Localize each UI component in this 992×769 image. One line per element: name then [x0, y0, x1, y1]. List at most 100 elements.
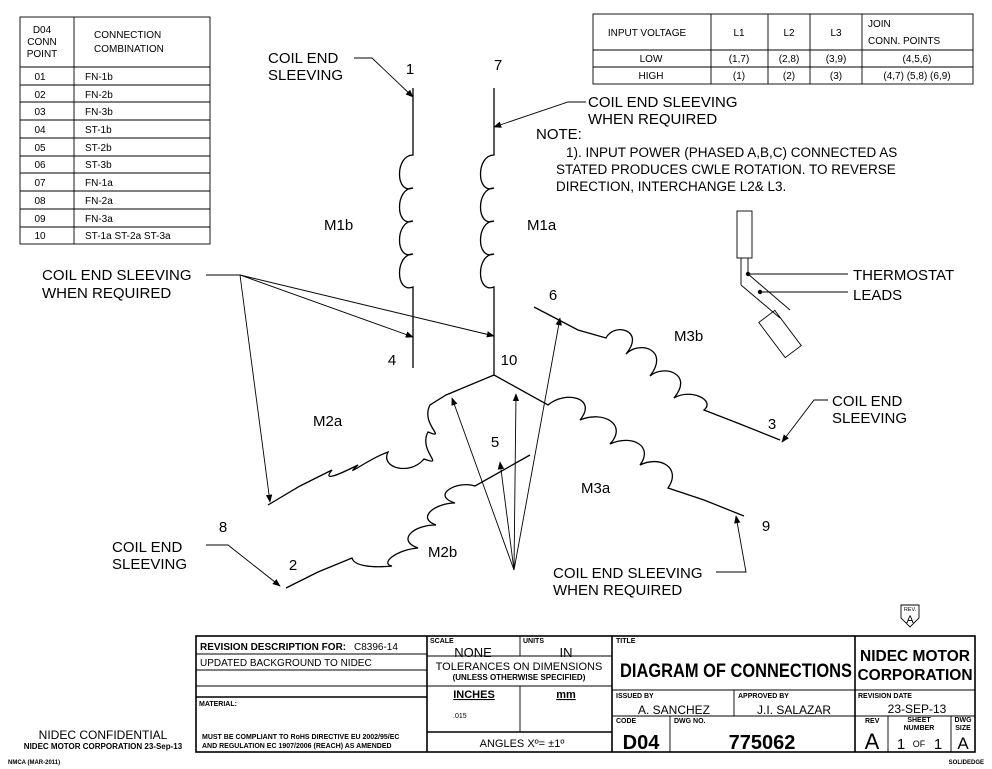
voltage-row-l2: (2): [783, 71, 795, 82]
leader-arrow: [206, 274, 414, 338]
conn-row-combination: ST-1b: [85, 125, 112, 136]
revision-label: REVISION DESCRIPTION FOR:: [200, 642, 346, 653]
voltage-header-l1: L1: [733, 28, 745, 39]
callout-top-right: COIL END SLEEVING WHEN REQUIRED: [493, 94, 738, 128]
callout-when-required-c2: WHEN REQUIRED: [553, 582, 682, 599]
terminal-2: 2: [289, 557, 297, 574]
voltage-row-l1: (1): [733, 71, 745, 82]
terminal-4: 4: [388, 352, 396, 369]
revision-date-label: REVISION DATE: [858, 693, 912, 700]
coil-m1b-label: M1b: [324, 217, 353, 234]
inches-header: INCHES: [453, 689, 495, 701]
leader-arrow: [493, 101, 586, 128]
conn-row-combination: ST-3b: [85, 160, 112, 171]
mm-header: mm: [556, 689, 576, 701]
callout-bottom-center: COIL END SLEEVING WHEN REQUIRED: [451, 317, 747, 599]
m2a-winding: [267, 374, 495, 506]
compliance-line-2: AND REGULATION EC 1907/2006 (REACH) AS A…: [202, 743, 392, 750]
revision-for: C8396-14: [354, 642, 398, 653]
callout-top-left: COIL END SLEEVING: [268, 50, 414, 98]
dwg-size-value: A: [957, 734, 969, 753]
approved-by: J.I. SALAZAR: [757, 703, 831, 717]
revision-desc: UPDATED BACKGROUND TO NIDEC: [200, 658, 372, 669]
conn-row-combination: FN-3a: [85, 214, 113, 225]
revision-date: 23-SEP-13: [888, 702, 947, 716]
voltage-row-join: (4,5,6): [903, 54, 932, 65]
conn-table-header-combination-1: CONNECTION: [94, 30, 161, 41]
company-line-1: NIDEC MOTOR: [860, 648, 970, 665]
callout-when-required-b1: COIL END SLEEVING: [42, 267, 192, 284]
rev-value: A: [865, 729, 880, 754]
title-block: REVISION DESCRIPTION FOR: C8396-14 UPDAT…: [195, 635, 976, 754]
leads-label: LEADS: [853, 287, 902, 304]
terminal-labels: 1 7 4 10 6 5 3 9 8 2: [219, 57, 776, 574]
m2b-winding: [285, 454, 531, 589]
voltage-table-border: [592, 13, 974, 85]
coil-labels: M1b M1a M3b M2a M3a M2b: [313, 217, 703, 561]
dwg-size-label-1: DWG: [954, 717, 972, 724]
callout-sleeving-1: SLEEVING: [268, 67, 343, 84]
title-block-frame: [195, 635, 976, 753]
approved-by-label: APPROVED BY: [738, 693, 789, 700]
voltage-row-l3: (3,9): [826, 54, 847, 65]
callout-when-required-a1: COIL END SLEEVING: [588, 94, 738, 111]
voltage-row-l1: (1,7): [729, 54, 750, 65]
note-heading: NOTE:: [536, 126, 582, 143]
compliance-line-1: MUST BE COMPLIANT TO RoHS DIRECTIVE EU 2…: [202, 734, 399, 741]
coil-m3a-label: M3a: [581, 480, 611, 497]
leader-arrow: [513, 317, 562, 571]
voltage-header-join-2: CONN. POINTS: [868, 36, 941, 47]
conn-row-combination: ST-1a ST-2a ST-3a: [85, 231, 171, 242]
leader-arrow: [716, 515, 747, 573]
tolerance-value: .015: [453, 713, 467, 720]
voltage-row-l3: (3): [830, 71, 842, 82]
dwg-no-value: 775062: [729, 732, 796, 754]
conn-table-header-point-1: D04: [33, 25, 52, 36]
conn-row-combination: FN-3b: [85, 107, 113, 118]
conn-row-combination: FN-2b: [85, 90, 113, 101]
conn-row-point: 02: [34, 90, 46, 101]
connection-point-table: D04 CONN POINT CONNECTION COMBINATION 01…: [19, 16, 211, 245]
callout-sleeving-2: SLEEVING: [112, 556, 187, 573]
note-block: NOTE: 1). INPUT POWER (PHASED A,B,C) CON…: [536, 126, 897, 194]
thermostat-body-upper: [736, 210, 753, 259]
callout-bottom-left: COIL END SLEEVING: [112, 539, 281, 587]
conn-row-combination: ST-2b: [85, 143, 112, 154]
leader-arrow: [239, 274, 495, 338]
rev-marker-label: REV.: [904, 607, 917, 613]
terminal-5: 5: [491, 434, 499, 451]
note-line-1: 1). INPUT POWER (PHASED A,B,C) CONNECTED…: [566, 145, 897, 160]
confidential-line-1: NIDEC CONFIDENTIAL: [39, 728, 168, 742]
conn-table-border: [19, 16, 211, 245]
conn-row-point: 08: [34, 196, 46, 207]
company-line-2: CORPORATION: [857, 667, 972, 684]
code-label: CODE: [616, 718, 637, 725]
callout-when-required-a2: WHEN REQUIRED: [588, 111, 717, 128]
voltage-row-join: (4,7) (5,8) (6,9): [883, 71, 950, 82]
voltage-row-label: HIGH: [639, 71, 664, 82]
conn-row-point: 06: [34, 160, 46, 171]
rev-marker-value: A: [906, 614, 914, 626]
conn-table-header-combination-2: COMBINATION: [94, 44, 164, 55]
conn-row-point: 09: [34, 214, 46, 225]
conn-row-point: 10: [34, 231, 46, 242]
dwg-size-label-2: SIZE: [955, 725, 971, 732]
leader-arrow: [239, 274, 273, 503]
thermostat-symbol: THERMOSTAT LEADS: [736, 210, 954, 359]
voltage-header-join-1: JOIN: [868, 19, 891, 30]
input-voltage-table: INPUT VOLTAGE L1 L2 L3 JOIN CONN. POINTS…: [592, 13, 974, 85]
sheet-label-2: NUMBER: [904, 725, 935, 732]
m1a-winding: [480, 88, 495, 375]
conn-row-point: 04: [34, 125, 46, 136]
leader-arrow: [354, 57, 414, 98]
conn-row-point: 07: [34, 178, 46, 189]
dwg-no-label: DWG NO.: [674, 718, 706, 725]
rev-marker: REV. A: [900, 604, 920, 628]
conn-row-combination: FN-2a: [85, 196, 113, 207]
leader-arrow: [206, 544, 281, 587]
conn-row-point: 01: [34, 72, 46, 83]
scale-label: SCALE: [430, 638, 454, 645]
callout-when-required-b2: WHEN REQUIRED: [42, 285, 171, 302]
sheet-total: 1: [934, 736, 942, 753]
issued-by: A. SANCHEZ: [638, 703, 710, 717]
